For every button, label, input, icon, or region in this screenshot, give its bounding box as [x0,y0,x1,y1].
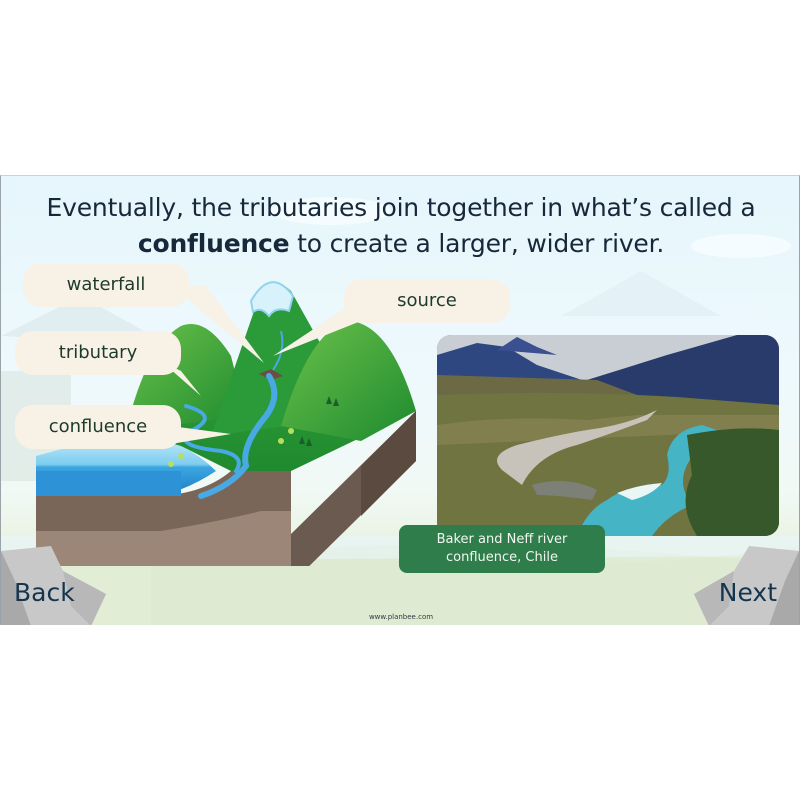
label-waterfall: waterfall [23,263,189,307]
back-label: Back [14,578,75,607]
rock-icon [1,546,106,625]
headline-keyword: confluence [137,229,290,258]
rock-icon [694,546,799,625]
photo-caption: Baker and Neff river confluence, Chile [399,525,605,573]
lesson-slide: Eventually, the tributaries join togethe… [0,175,800,625]
headline-line-2: confluence to create a larger, wider riv… [1,226,799,262]
label-confluence: confluence [15,405,181,449]
next-label: Next [718,578,777,607]
headline-line-1: Eventually, the tributaries join togethe… [46,193,756,222]
label-source: source [344,279,510,323]
headline-rest: to create a larger, wider river. [289,229,665,258]
caption-line-1: Baker and Neff river [436,532,568,547]
caption-line-2: confluence, Chile [446,550,558,565]
river-photo-illustration [437,335,779,536]
footer-website: www.planbee.com [368,613,434,621]
next-button[interactable]: Next [689,546,799,625]
slide-headline: Eventually, the tributaries join togethe… [1,190,799,262]
label-tributary: tributary [15,331,181,375]
confluence-photo [437,335,779,536]
back-button[interactable]: Back [1,546,111,625]
